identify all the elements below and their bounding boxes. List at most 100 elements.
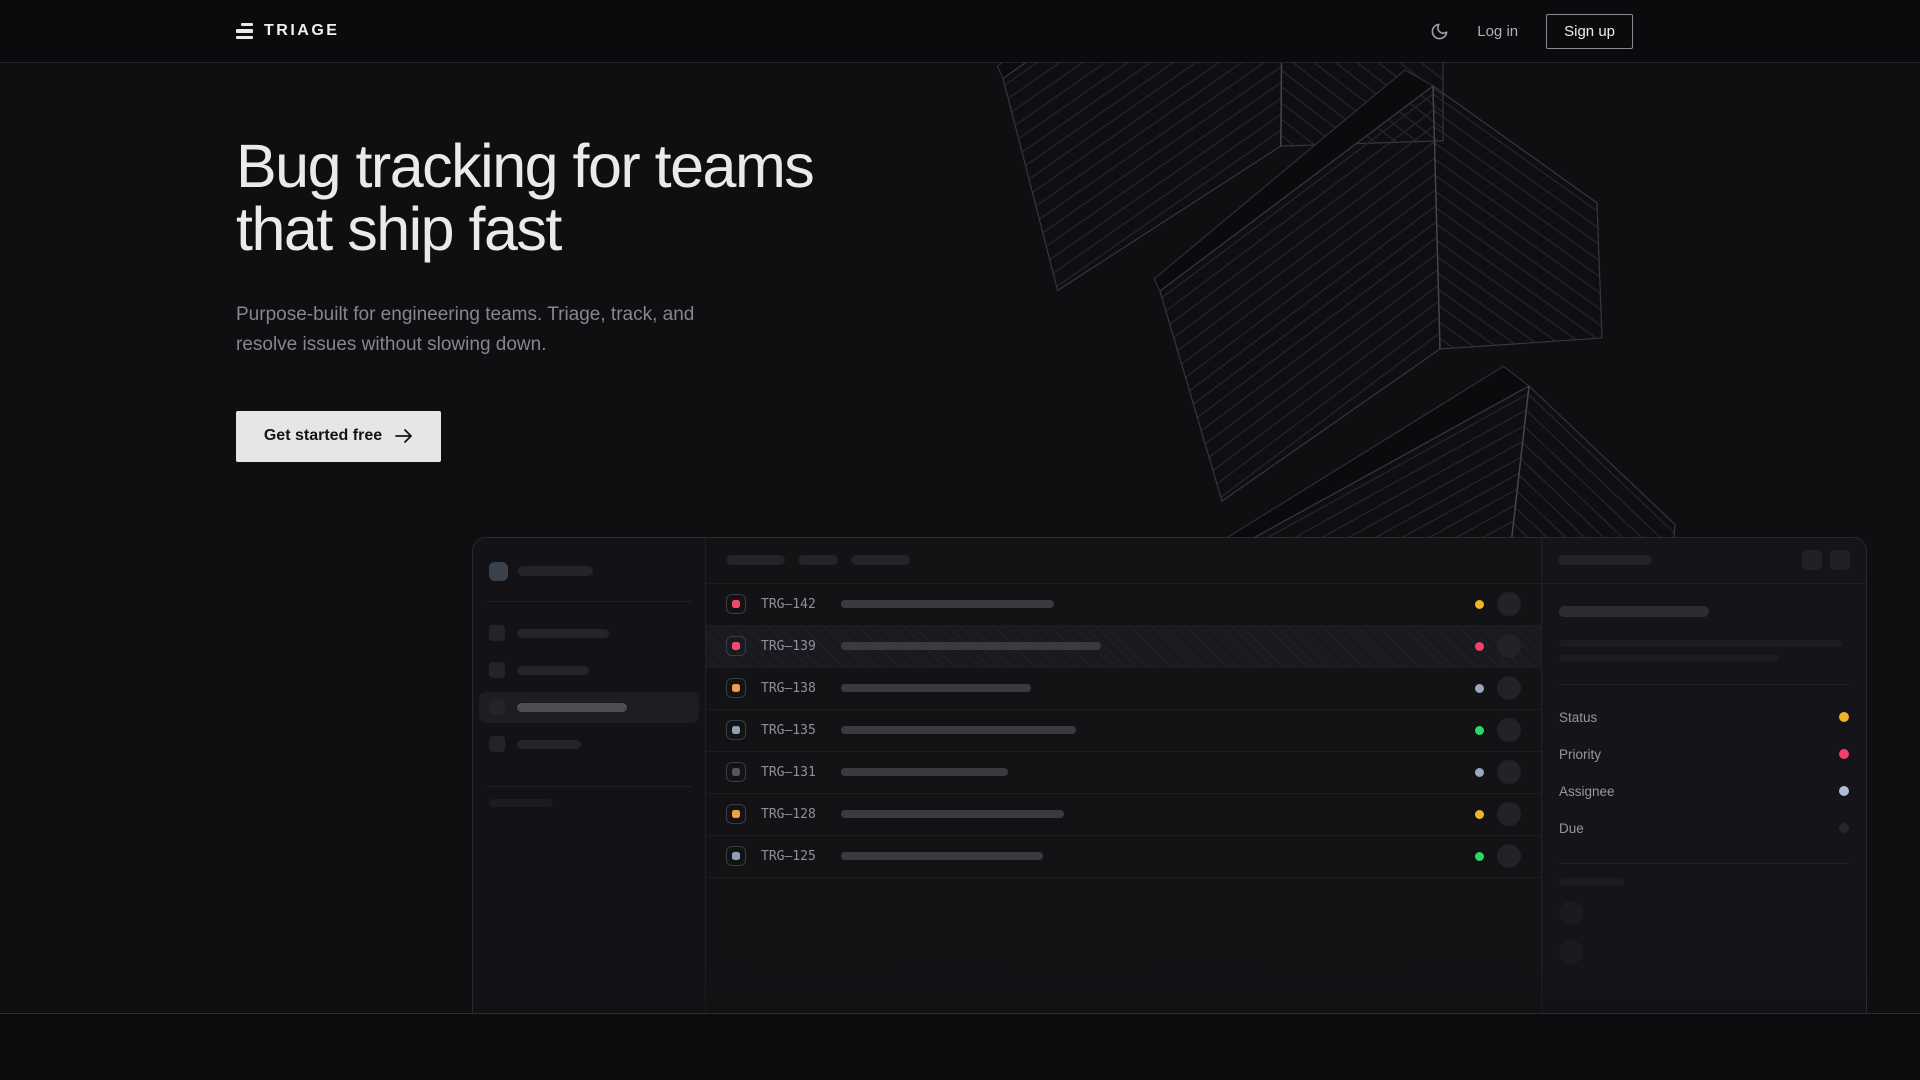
issue-id: TRG–142 [761,596,816,612]
skeleton-line [1559,654,1779,662]
top-nav: TRIAGE Log in Sign up [0,0,1920,63]
field-value-dot [1839,823,1849,834]
theme-toggle-button[interactable] [1430,22,1449,41]
field-label: Assignee [1559,783,1615,799]
skeleton-bar [518,566,593,577]
detail-field-row[interactable]: Status [1559,699,1849,736]
assignee-avatar [1497,844,1521,869]
nav-inner: TRIAGE Log in Sign up [236,0,1633,62]
status-dot [1475,599,1484,609]
status-dot [1475,683,1484,693]
cta-label: Get started free [263,427,383,445]
issue-id: TRG–135 [761,722,816,738]
nav-actions: Log in Sign up [1430,13,1633,49]
issue-title-skeleton [841,768,1008,777]
login-link[interactable]: Log in [1477,22,1519,40]
divider [487,600,691,602]
detail-action-button[interactable] [1830,550,1850,571]
detail-header [1542,538,1866,584]
issue-row[interactable]: TRG–138 [706,668,1541,710]
field-label: Status [1559,709,1598,725]
skeleton-bar [517,739,581,749]
issue-title-skeleton [841,642,1101,651]
issue-id: TRG–128 [761,806,816,822]
divider [1559,862,1849,864]
field-value-dot [1839,786,1849,797]
triage-logo-icon [236,22,253,40]
issue-title-skeleton [841,852,1043,861]
assignee-avatar [1497,634,1521,659]
get-started-button[interactable]: Get started free [236,410,441,462]
brand-name: TRIAGE [264,22,340,39]
nav-item-icon [489,699,505,716]
issue-row[interactable]: TRG–125 [706,836,1541,878]
brand[interactable]: TRIAGE [236,22,339,40]
issue-id: TRG–138 [761,680,816,696]
issue-id: TRG–139 [761,638,816,654]
nav-item-icon [489,736,505,753]
divider [487,785,691,787]
workspace-icon [489,561,508,581]
detail-action-button[interactable] [1802,550,1822,571]
issue-type-icon [726,678,746,699]
skeleton-title [1559,605,1709,617]
status-dot [1475,767,1484,777]
issue-type-icon [726,846,746,867]
skeleton-bar [1558,555,1652,566]
issue-row[interactable]: TRG–131 [706,752,1541,794]
issue-row[interactable]: TRG–139 [706,625,1541,668]
skeleton-tab[interactable] [798,555,838,566]
nav-item-icon [489,625,505,642]
status-dot [1475,809,1484,819]
issue-row[interactable]: TRG–128 [706,794,1541,836]
field-value-dot [1839,749,1849,760]
skeleton-bar [517,628,609,638]
detail-field-row[interactable]: Priority [1559,736,1849,773]
issue-title-skeleton [841,684,1031,693]
issue-type-icon [726,594,746,615]
issue-list-header [706,538,1541,584]
comment-avatar [1559,939,1583,964]
field-label: Priority [1559,746,1602,762]
detail-field-row[interactable]: Due [1559,810,1849,847]
sidebar-nav-item[interactable] [479,729,699,760]
footer-strip [0,1013,1920,1080]
sidebar-nav-item[interactable] [479,655,699,686]
issue-title-skeleton [841,810,1064,819]
field-value-dot [1839,712,1849,723]
detail-field-row[interactable]: Assignee [1559,773,1849,810]
sidebar-nav-item-active[interactable] [479,691,699,723]
skeleton-tab[interactable] [726,555,785,566]
status-dot [1475,641,1484,651]
issue-type-icon [726,804,746,825]
skeleton-section-label [489,798,553,807]
comment-avatar [1559,900,1583,925]
assignee-avatar [1497,802,1521,827]
divider [1559,683,1849,685]
sidebar-nav-item[interactable] [479,618,699,649]
skeleton-bar [517,702,627,712]
status-dot [1475,725,1484,735]
field-label: Due [1559,820,1584,836]
status-dot [1475,851,1484,861]
signup-button[interactable]: Sign up [1546,13,1633,49]
skeleton-bar [517,665,589,675]
issue-type-icon [726,720,746,741]
issue-title-skeleton [841,726,1076,735]
workspace-switcher[interactable] [489,561,689,581]
issue-row[interactable]: TRG–135 [706,710,1541,752]
skeleton-section-label [1559,877,1624,886]
issue-row[interactable]: TRG–142 [706,584,1541,626]
moon-icon [1431,23,1448,39]
issue-title-skeleton [841,600,1054,609]
skeleton-tab[interactable] [851,555,910,566]
